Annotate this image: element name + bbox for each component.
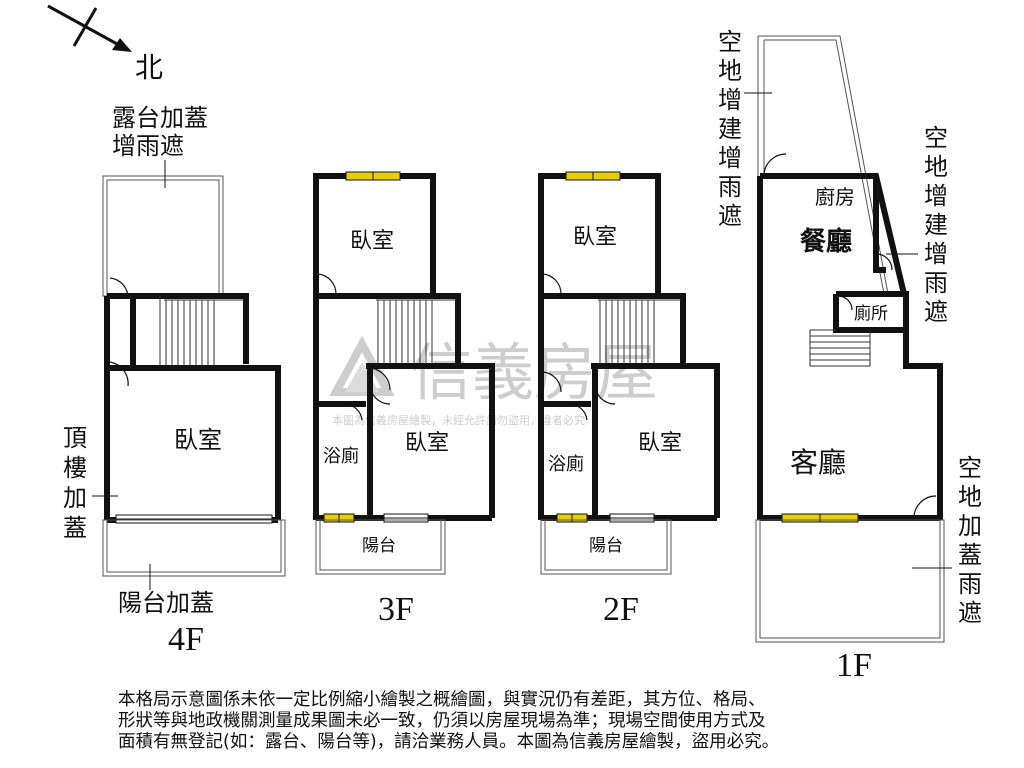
floor-label-4f: 4F — [168, 621, 204, 658]
floor-2f: 臥室 浴廁 臥室 陽台 2F — [538, 171, 720, 628]
watermark-brand: 信義房屋 — [410, 336, 658, 409]
window-2f-top — [565, 171, 621, 181]
room-3f-bathroom: 浴廁 — [323, 445, 359, 467]
watermark-notice: 本圖為信義房屋繪製，未經允許請勿盜用，違者必究 — [332, 413, 585, 427]
door-2f-balcony — [609, 513, 655, 523]
floor-label-2f: 2F — [603, 591, 639, 628]
annotation-4f-roof: 露台加蓋增雨遮 — [112, 104, 208, 160]
room-3f-bedroom-top: 臥室 — [350, 229, 394, 254]
annotation-4f-balcony: 陽台加蓋 — [118, 589, 214, 617]
compass-north-label: 北 — [135, 51, 163, 84]
stairs-2f — [598, 299, 681, 364]
watermark: 信義房屋 本圖為信義房屋繪製，未經允許請勿盜用，違者必究 — [329, 335, 658, 427]
stairs-4f — [159, 296, 244, 366]
compass: 北 — [47, 4, 163, 84]
floor-3f: 臥室 浴廁 臥室 陽台 3F — [313, 171, 495, 628]
room-1f-toilet: 廁所 — [854, 303, 888, 324]
annotation-1f-front: 空地加蓋雨遮 — [958, 454, 982, 627]
annotation-4f-top-floor: 頂樓加蓋 — [63, 424, 87, 542]
compass-cross — [72, 7, 98, 47]
window-3f-top — [345, 171, 401, 181]
window-1f-front — [781, 513, 859, 523]
annotation-1f-side-left: 空地增建增雨遮 — [718, 28, 742, 230]
room-1f-kitchen: 廚房 — [815, 185, 855, 209]
annotation-1f-side-right: 空地增建增雨遮 — [924, 124, 948, 326]
stairs-1f — [809, 329, 871, 367]
room-4f-bedroom: 臥室 — [174, 426, 222, 454]
room-2f-bedroom-top: 臥室 — [573, 225, 617, 250]
room-3f-balcony: 陽台 — [362, 536, 396, 556]
window-2f-bath — [556, 513, 588, 523]
room-2f-bedroom-bottom: 臥室 — [638, 431, 682, 456]
stairs-3f — [376, 299, 456, 364]
disclaimer: 本格局示意圖係未依一定比例縮小繪製之概繪圖，與實況仍有差距，其方位、格局、 形狀… — [118, 690, 948, 753]
window-4f — [115, 514, 273, 524]
door-3f-balcony — [383, 513, 429, 523]
room-2f-bathroom: 浴廁 — [548, 453, 584, 475]
room-3f-bedroom-bottom: 臥室 — [405, 431, 449, 456]
floor-label-1f: 1F — [836, 647, 872, 684]
room-1f-dining: 餐廳 — [800, 226, 852, 257]
disclaimer-line: 本格局示意圖係未依一定比例縮小繪製之概繪圖，與實況仍有差距，其方位、格局、 — [118, 690, 766, 710]
room-2f-balcony: 陽台 — [589, 536, 623, 556]
window-3f-bath — [323, 513, 355, 523]
disclaimer-line: 形狀等與地政機關測量成果圖未必一致，仍須以房屋現場為準；現場空間使用方式及 — [118, 711, 766, 731]
disclaimer-line: 面積有無登記(如：露台、陽台等)，請洽業務人員。本圖為信義房屋繪製，盜用必究。 — [118, 732, 780, 752]
floor-label-3f: 3F — [378, 591, 414, 628]
room-1f-living: 客廳 — [790, 446, 846, 479]
floor-1f: 廚房 餐廳 廁所 客廳 空地增建增雨遮 空地增建增雨遮 空地加蓋雨遮 1F — [718, 28, 982, 684]
floor-4f: 臥室 露台加蓋增雨遮 頂樓加蓋 陽台加蓋 4F — [63, 104, 286, 658]
